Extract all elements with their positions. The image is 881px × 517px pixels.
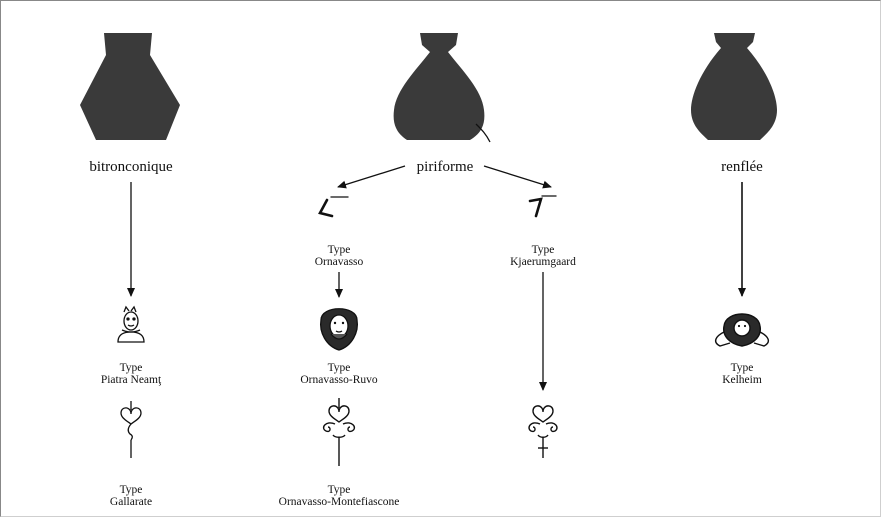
type-name: Piatra Neamţ [100,374,162,386]
handle-profile-icon [318,196,349,218]
type-gallarate-label: Type Gallarate [110,484,152,508]
type-kelheim-label: Type Kelheim [722,362,762,386]
type-ornavasso-label: Type Ornavasso [315,244,364,268]
piriform-vase-icon [393,33,491,143]
label-piriforme: piriforme [416,159,474,175]
label-bitronconique: bitronconique [89,159,173,175]
handle-profile-icon [528,195,557,218]
type-name: Gallarate [109,496,153,508]
label-renflee: renflée [721,159,763,175]
mask-attachment-icon [714,313,770,347]
type-ornavasso-montefiascone-label: Type Ornavasso-Montefiascone [279,484,400,508]
bitronconic-vase-icon [80,33,180,140]
type-piatra-neamt-label: Type Piatra Neamţ [101,362,161,386]
swollen-vase-icon [691,33,777,140]
type-word: Type [119,362,143,374]
type-word: Type [531,244,555,256]
type-word: Type [327,244,351,256]
type-name: Kelheim [722,374,762,386]
type-name: Kjaerumgaard [510,256,576,268]
type-name: Ornavasso-Montefiascone [278,496,400,508]
type-word: Type [119,484,143,496]
type-name: Ornavasso [314,256,364,268]
bust-attachment-icon [117,305,145,343]
type-kjaerumgaard-label: Type Kjaerumgaard [510,244,576,268]
type-ornavasso-ruvo-label: Type Ornavasso-Ruvo [300,362,377,386]
type-word: Type [730,362,754,374]
volute-attachment-icon [528,405,558,458]
volute-attachment-icon [322,398,356,466]
head-attachment-icon [320,308,358,351]
heart-attachment-icon [120,401,142,458]
type-word: Type [327,484,351,496]
arrow-piriforme-kjaerumgaard [483,165,552,189]
arrow-piriforme-ornavasso [337,165,406,189]
type-name: Ornavasso-Ruvo [300,374,378,386]
type-word: Type [327,362,351,374]
